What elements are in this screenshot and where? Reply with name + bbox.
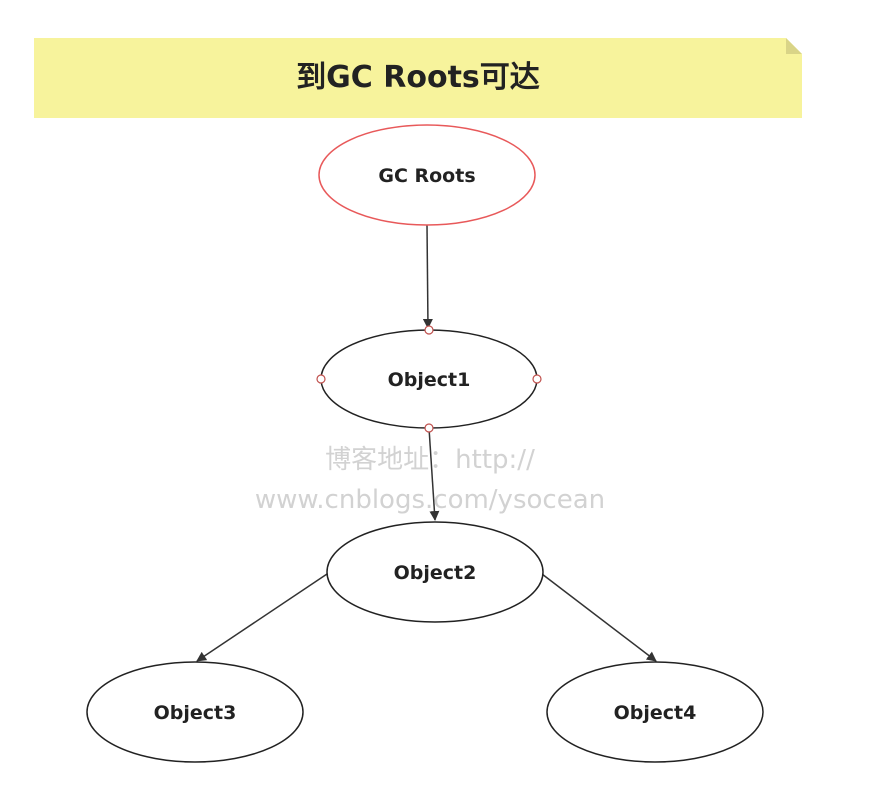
node-object1-label: Object1 <box>388 369 471 391</box>
object1-handle-left <box>316 374 326 384</box>
watermark: 博客地址：http:// www.cnblogs.com/ysocean <box>200 440 660 520</box>
node-object3 <box>86 661 304 763</box>
node-object2-label: Object2 <box>394 562 477 584</box>
node-gc-roots-label: GC Roots <box>378 165 475 187</box>
edge-object1-object2 <box>428 427 440 521</box>
node-gc-roots <box>318 124 536 226</box>
node-object4 <box>546 661 764 763</box>
object1-handle-right <box>532 374 542 384</box>
node-object3-label: Object3 <box>154 702 237 724</box>
node-object2 <box>326 521 544 623</box>
edge-object2-object4 <box>541 573 657 662</box>
edge-object2-object3 <box>196 573 328 662</box>
object1-handle-bottom <box>424 423 434 433</box>
object1-handle-top <box>424 325 434 335</box>
title-note <box>34 38 802 118</box>
watermark-line2: www.cnblogs.com/ysocean <box>254 485 606 515</box>
watermark-line1: 博客地址：http:// <box>325 445 535 475</box>
node-object4-label: Object4 <box>614 702 697 724</box>
edge-gcroots-object1 <box>422 224 433 329</box>
diagram-title: 到GC Roots可达 <box>296 60 540 95</box>
